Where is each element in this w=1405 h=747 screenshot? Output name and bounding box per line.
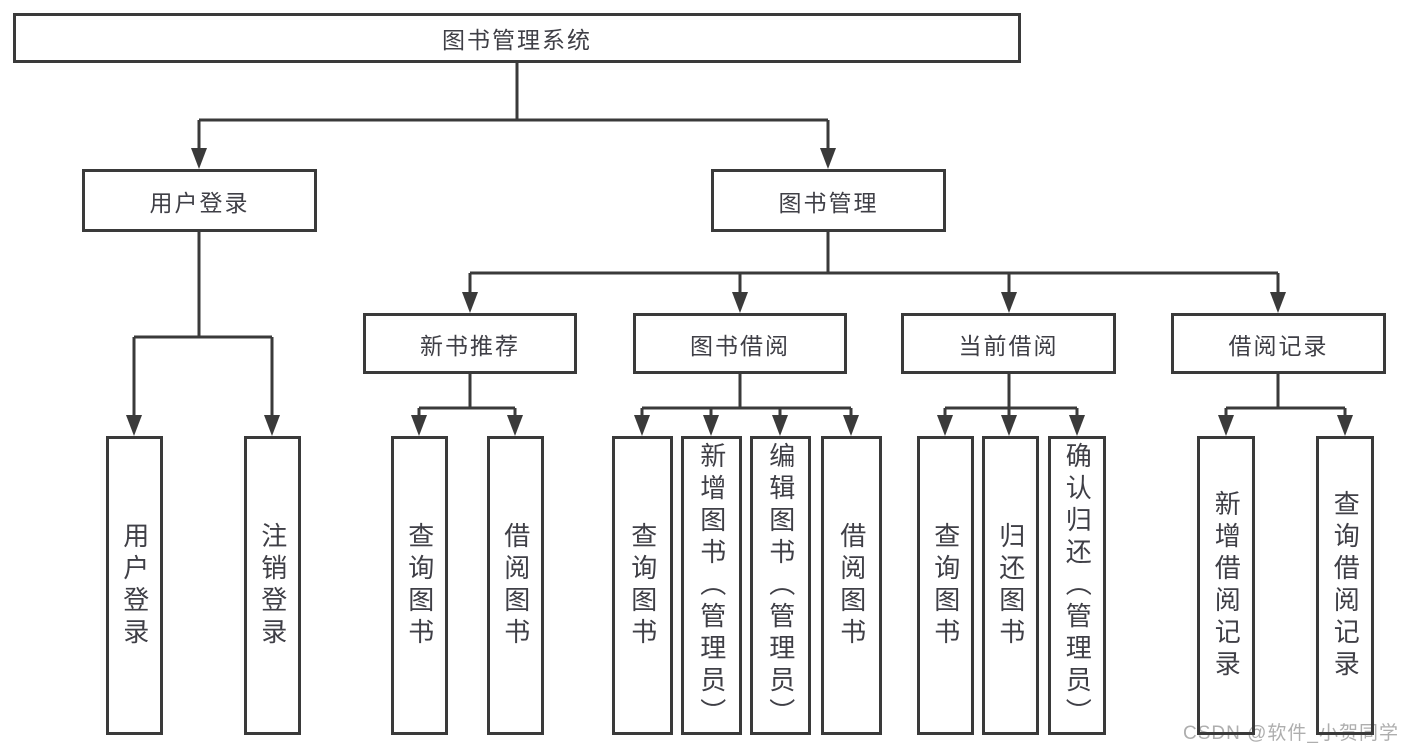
node-label: 图书借阅 (690, 332, 790, 359)
node-label: 借阅记录 (1228, 332, 1329, 359)
node-library-management-system: 图书管理系统 (13, 13, 1021, 63)
leaf-query-books-current: 查询图书 (917, 436, 974, 735)
leaf-edit-books-admin: 编辑图书（管理员） (750, 436, 811, 735)
node-book-borrowing: 图书借阅 (633, 313, 847, 374)
leaf-borrow-books: 借阅图书 (821, 436, 882, 735)
leaf-label: 借阅图书 (500, 521, 531, 650)
node-new-book-recommendation: 新书推荐 (363, 313, 577, 374)
leaf-label: 用户登录 (119, 521, 150, 650)
leaf-add-borrow-record: 新增借阅记录 (1197, 436, 1255, 735)
node-label: 图书管理系统 (442, 27, 592, 53)
leaf-label: 确认归还（管理员） (1062, 441, 1093, 730)
leaf-label: 借阅图书 (836, 521, 867, 650)
leaf-add-books-admin: 新增图书（管理员） (681, 436, 742, 735)
leaf-query-books-recommend: 查询图书 (391, 436, 448, 735)
leaf-label: 新增图书（管理员） (696, 441, 727, 730)
leaf-label: 新增借阅记录 (1211, 489, 1242, 682)
leaf-return-books: 归还图书 (982, 436, 1039, 735)
node-label: 用户登录 (149, 189, 250, 216)
node-label: 新书推荐 (420, 332, 520, 359)
node-label: 当前借阅 (958, 332, 1059, 359)
leaf-confirm-return-admin: 确认归还（管理员） (1048, 436, 1106, 735)
connector-paths (132, 63, 1347, 417)
leaf-query-books-borrow: 查询图书 (612, 436, 673, 735)
node-user-login: 用户登录 (82, 169, 317, 232)
leaf-label: 查询图书 (627, 521, 658, 650)
node-label: 图书管理 (778, 189, 879, 216)
leaf-label: 注销登录 (257, 521, 288, 650)
watermark: CSDN @软件_小贺同学 (1183, 723, 1399, 744)
leaf-label: 编辑图书（管理员） (765, 441, 796, 730)
leaf-borrow-books-recommend: 借阅图书 (487, 436, 544, 735)
leaf-label: 查询借阅记录 (1330, 489, 1361, 682)
leaf-user-login: 用户登录 (106, 436, 163, 735)
node-book-management: 图书管理 (711, 169, 946, 232)
leaf-query-borrow-record: 查询借阅记录 (1316, 436, 1374, 735)
leaf-logout: 注销登录 (244, 436, 301, 735)
node-current-borrowing: 当前借阅 (901, 313, 1116, 374)
leaf-label: 归还图书 (995, 521, 1026, 650)
arrowhead-icons (126, 148, 1353, 436)
leaf-label: 查询图书 (404, 521, 435, 650)
leaf-label: 查询图书 (930, 521, 961, 650)
node-borrow-records: 借阅记录 (1171, 313, 1386, 374)
